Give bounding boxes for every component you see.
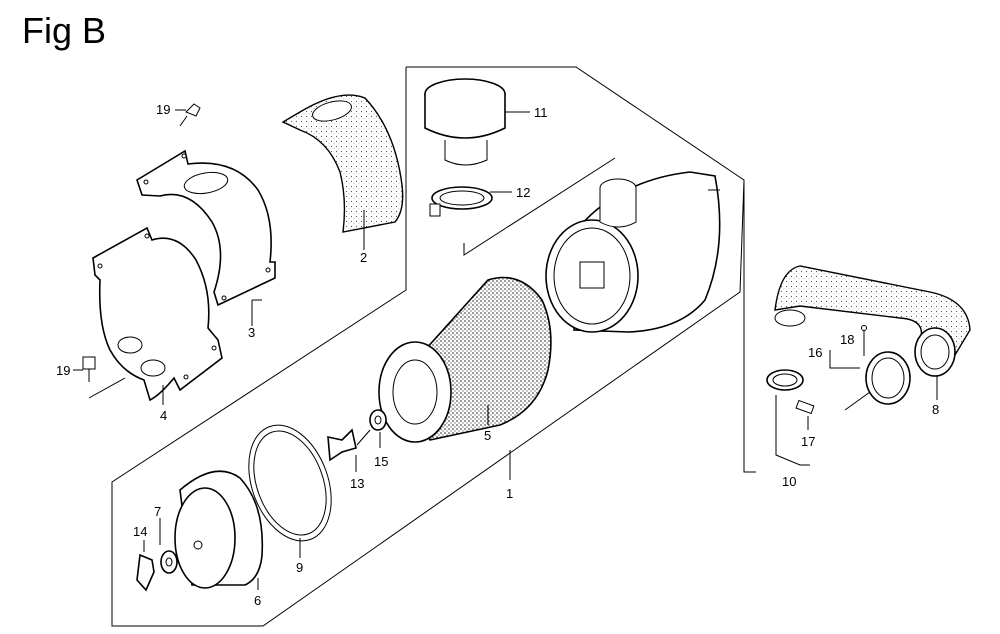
assembly-group-outline — [111, 66, 756, 627]
callout-2: 2 — [360, 250, 367, 265]
callout-15: 15 — [374, 454, 388, 469]
part-10-hose-clamp — [766, 369, 810, 466]
callout-5: 5 — [484, 428, 491, 443]
callout-8: 8 — [932, 402, 939, 417]
part-16-clamp-band — [829, 350, 911, 411]
part-19-bolt-upper — [175, 103, 201, 127]
callout-10: 10 — [782, 474, 796, 489]
callout-4: 4 — [160, 408, 167, 423]
part-2-upper-shield — [281, 94, 404, 250]
part-8-intake-tube — [774, 265, 971, 400]
part-18-screw — [861, 325, 867, 356]
callout-9: 9 — [296, 560, 303, 575]
callout-17: 17 — [801, 434, 815, 449]
callout-1: 1 — [506, 486, 513, 501]
figure-title: Fig B — [22, 10, 107, 51]
callout-19-lower: 19 — [56, 363, 70, 378]
part-19-bolt-lower — [73, 356, 126, 399]
part-11-cap — [424, 78, 530, 166]
part-7-washer — [159, 518, 178, 574]
callout-16: 16 — [808, 345, 822, 360]
callout-6: 6 — [254, 593, 261, 608]
callout-18: 18 — [840, 332, 854, 347]
part-5-filter-element — [378, 276, 552, 443]
callout-14: 14 — [133, 524, 147, 539]
air-cleaner-housing — [545, 171, 721, 333]
part-6-cover — [174, 470, 264, 590]
callout-19-upper: 19 — [156, 102, 170, 117]
callout-7: 7 — [154, 504, 161, 519]
part-3-middle-shroud — [136, 149, 276, 326]
part-4-lower-bracket — [92, 226, 223, 405]
callout-3: 3 — [248, 325, 255, 340]
part-13-wing-nut — [327, 428, 371, 472]
callout-11: 11 — [534, 105, 548, 120]
callout-13: 13 — [350, 476, 364, 491]
callout-labels: 1 2 3 4 5 6 7 8 9 10 11 12 13 14 15 16 1… — [56, 102, 939, 608]
callout-12: 12 — [516, 185, 530, 200]
part-15-washer — [369, 409, 387, 448]
part-12-clamp — [429, 186, 512, 217]
part-9-gasket — [248, 424, 332, 558]
part-14-wing-nut — [136, 540, 155, 592]
part-17-bolt — [795, 399, 815, 430]
